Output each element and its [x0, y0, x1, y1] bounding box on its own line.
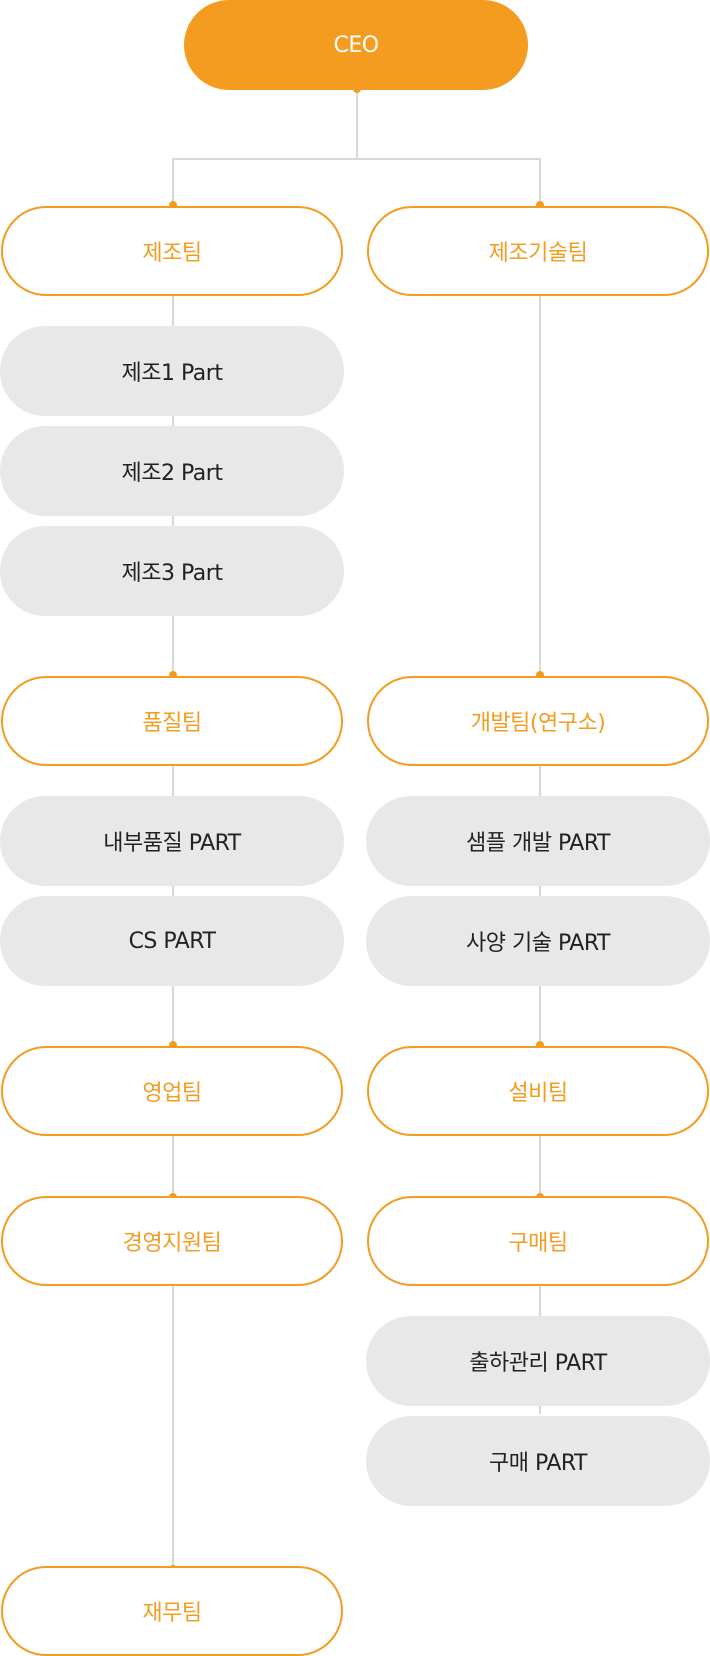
connector-dot — [169, 201, 177, 209]
manufacturing-part-1-node: 제조1 Part — [0, 326, 344, 416]
connector-dot — [536, 1041, 544, 1049]
manufacturing-team-node: 제조팀 — [1, 206, 343, 296]
connector-line — [172, 158, 174, 206]
purchasing-team-node: 구매팀 — [367, 1196, 709, 1286]
purchasing-part-shipping-node: 출하관리 PART — [366, 1316, 710, 1406]
connector-dot — [536, 201, 544, 209]
manufacturing-part-3-node: 제조3 Part — [0, 526, 344, 616]
development-part-sample-node: 샘플 개발 PART — [366, 796, 710, 886]
connector-line — [539, 294, 541, 676]
quality-team-node: 품질팀 — [1, 676, 343, 766]
connector-dot — [169, 671, 177, 679]
connector-dot — [536, 671, 544, 679]
connector-dot — [169, 1041, 177, 1049]
connector-line — [539, 1134, 541, 1198]
connector-line — [172, 1284, 174, 1570]
purchasing-part-purchase-node: 구매 PART — [366, 1416, 710, 1506]
quality-part-cs-node: CS PART — [0, 896, 344, 986]
connector-line — [356, 88, 358, 160]
quality-part-internal-node: 내부품질 PART — [0, 796, 344, 886]
development-team-node: 개발팀(연구소) — [367, 676, 709, 766]
manufacturing-tech-team-node: 제조기술팀 — [367, 206, 709, 296]
management-support-team-node: 경영지원팀 — [1, 1196, 343, 1286]
facilities-team-node: 설비팀 — [367, 1046, 709, 1136]
connector-line — [172, 1134, 174, 1198]
connector-line — [539, 158, 541, 206]
manufacturing-part-2-node: 제조2 Part — [0, 426, 344, 516]
sales-team-node: 영업팀 — [1, 1046, 343, 1136]
finance-team-node: 재무팀 — [1, 1566, 343, 1656]
ceo-node: CEO — [184, 0, 528, 90]
development-part-spec-node: 사양 기술 PART — [366, 896, 710, 986]
connector-line — [172, 158, 541, 160]
